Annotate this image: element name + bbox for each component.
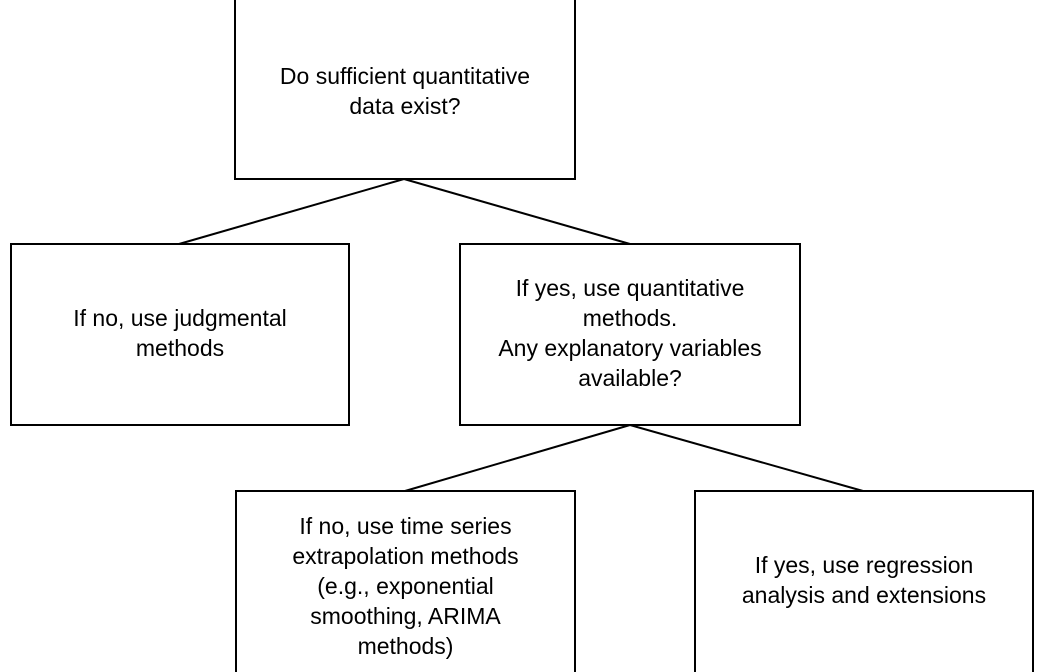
node-time-series-methods: If no, use time series extrapolation met… bbox=[235, 490, 576, 672]
node-quantitative-methods: If yes, use quantitative methods. Any ex… bbox=[459, 243, 801, 426]
node-judgmental-methods: If no, use judgmental methods bbox=[10, 243, 350, 426]
node-quantitative-methods-label: If yes, use quantitative methods. Any ex… bbox=[498, 274, 762, 391]
node-judgmental-methods-label: If no, use judgmental methods bbox=[73, 304, 287, 361]
node-regression-analysis: If yes, use regression analysis and exte… bbox=[694, 490, 1034, 672]
edge-question-to-judgmental bbox=[178, 178, 405, 245]
node-data-exist-question: Do sufficient quantitative data exist? bbox=[234, 0, 576, 180]
edge-question-to-quantitative bbox=[403, 178, 631, 245]
node-time-series-methods-label: If no, use time series extrapolation met… bbox=[292, 513, 519, 659]
node-data-exist-question-label: Do sufficient quantitative data exist? bbox=[279, 63, 531, 119]
edge-quantitative-to-timeseries bbox=[404, 424, 631, 492]
edge-quantitative-to-regression bbox=[629, 424, 864, 492]
node-regression-analysis-label: If yes, use regression analysis and exte… bbox=[741, 552, 987, 608]
